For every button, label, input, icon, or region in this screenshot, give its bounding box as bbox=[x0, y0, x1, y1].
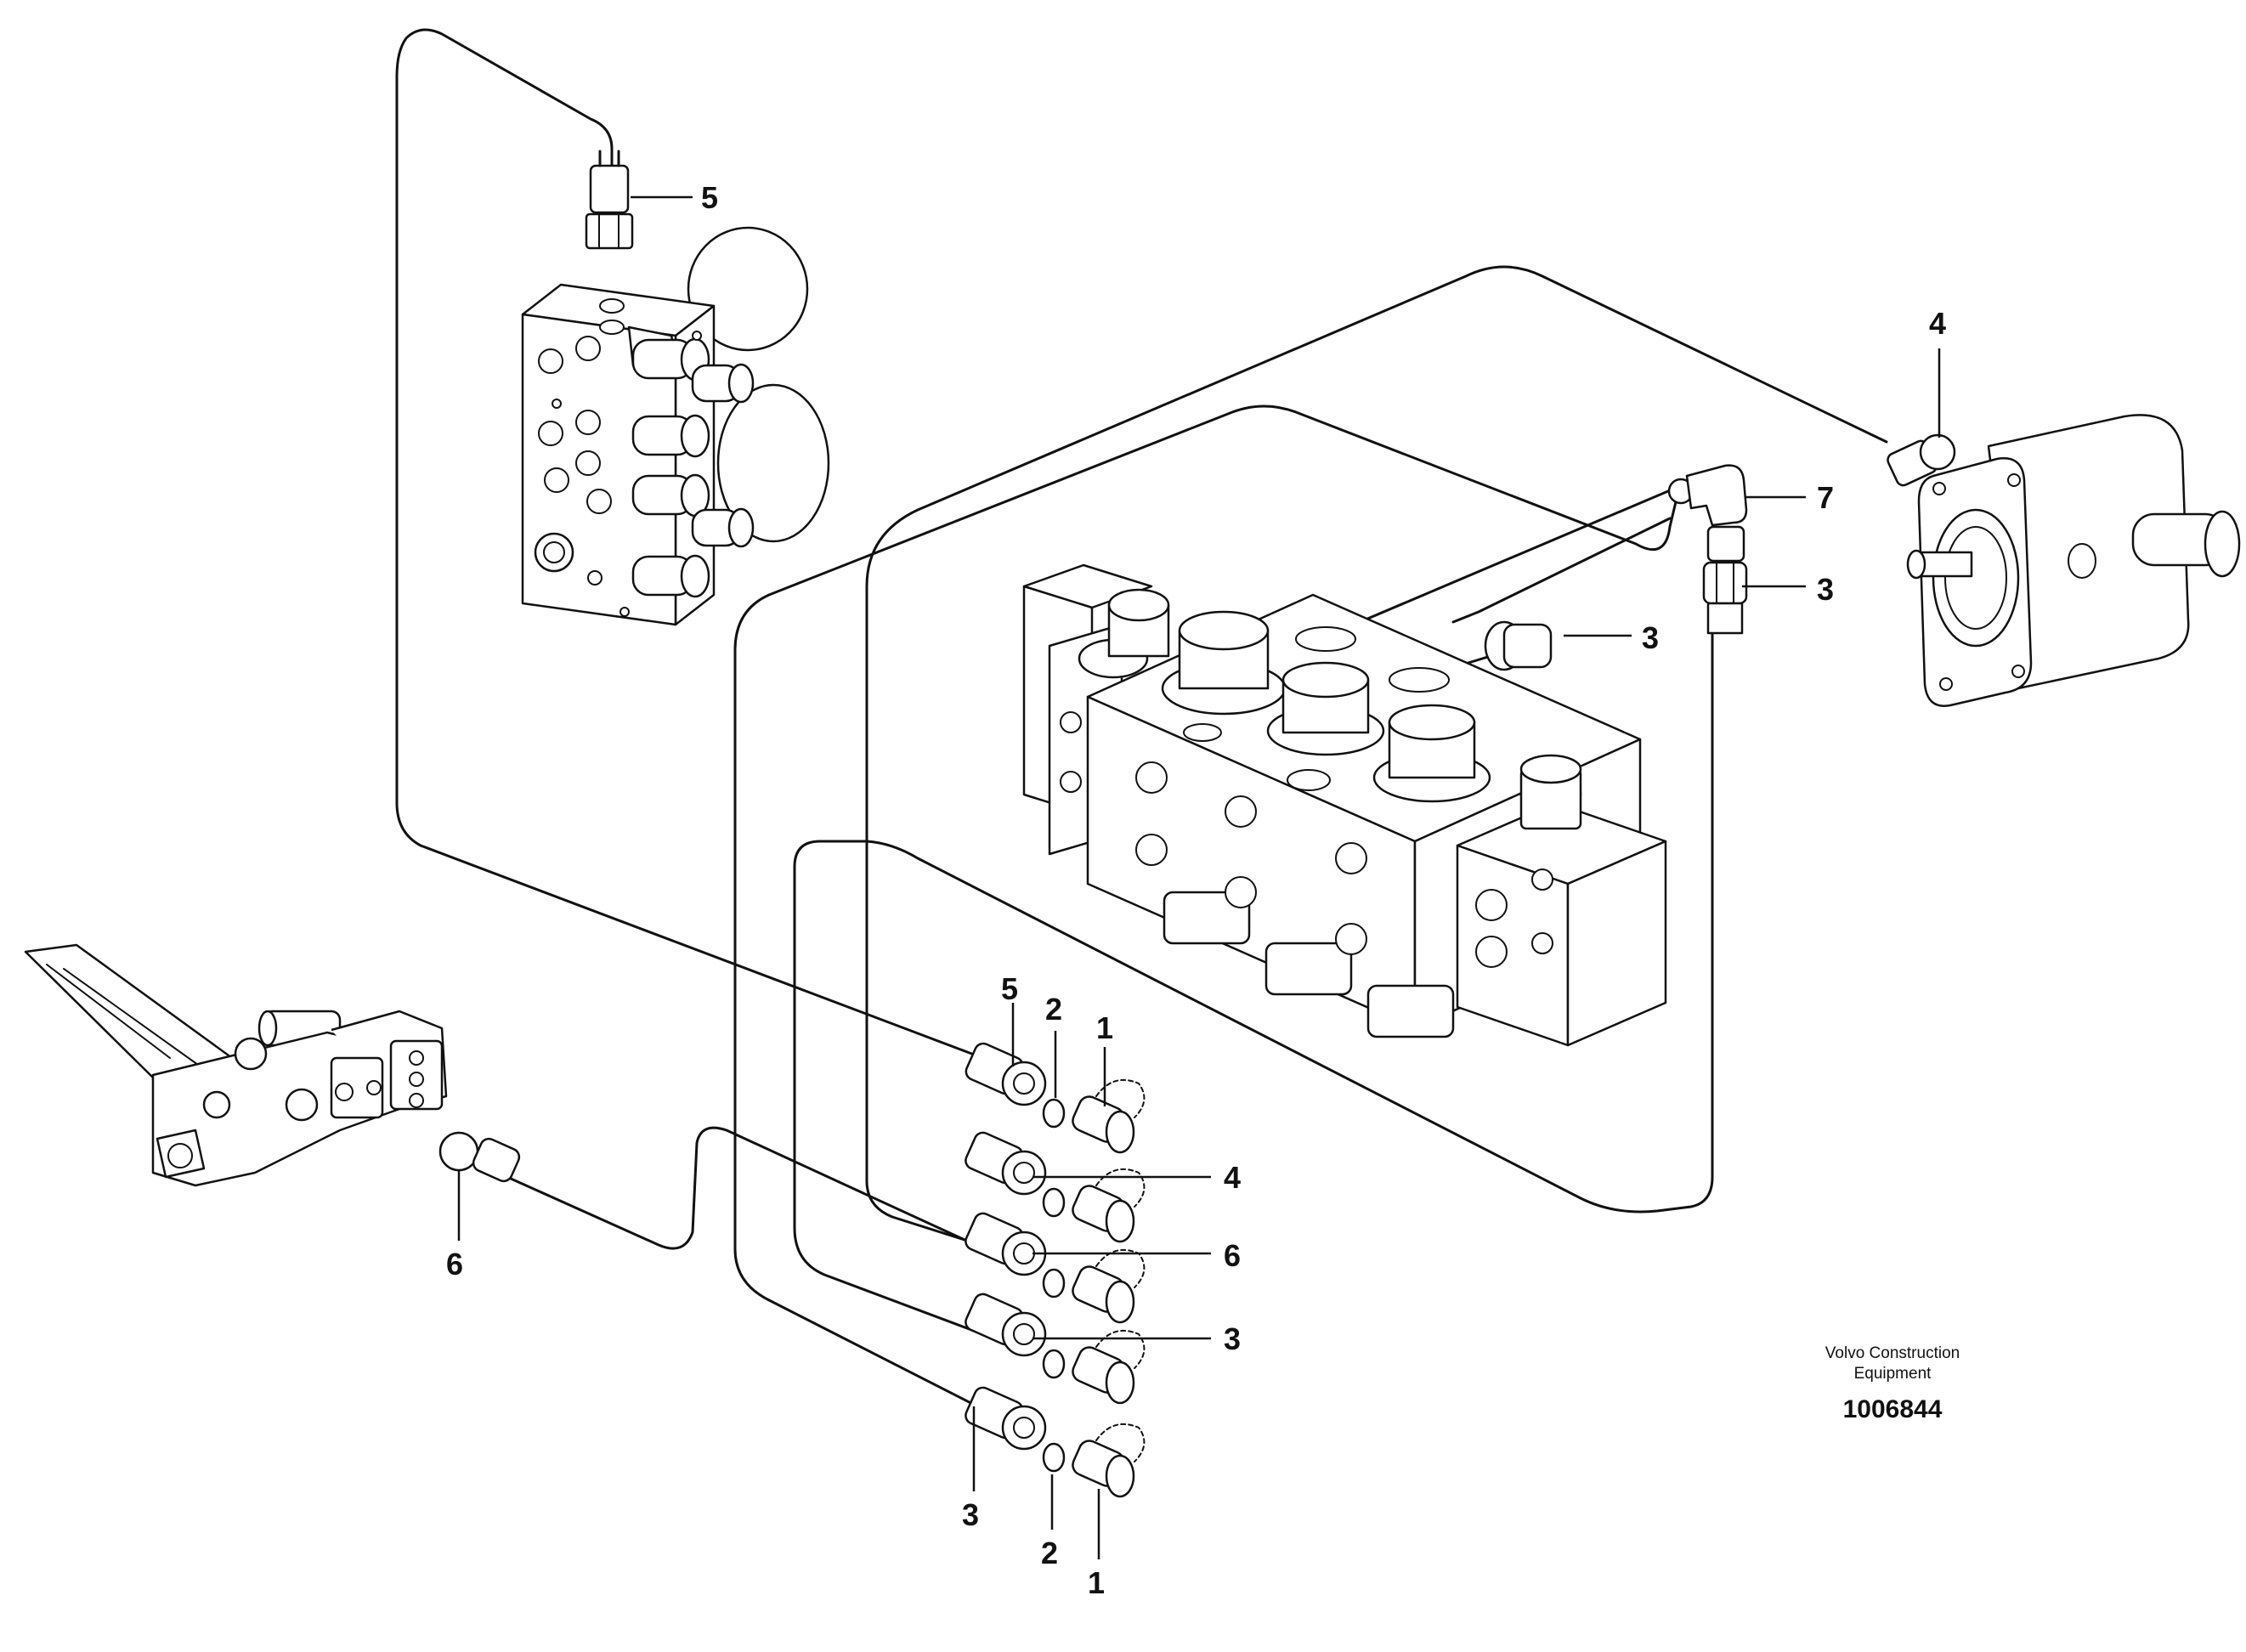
callout-label: 5 bbox=[701, 180, 718, 215]
leader-lines bbox=[457, 195, 1941, 1559]
document-number: 1006844 bbox=[1843, 1395, 1943, 1423]
callout-label: 2 bbox=[1041, 1536, 1058, 1570]
callout-label: 6 bbox=[1224, 1238, 1241, 1273]
hose-lines bbox=[395, 28, 1888, 1417]
hose-to-port-4 bbox=[865, 265, 1888, 1251]
callout-label: 6 bbox=[446, 1247, 463, 1281]
callouts: 5 4 7 3 3 5 2 1 4 6 6 3 3 2 1 bbox=[446, 180, 1946, 1600]
callout-label: 5 bbox=[1001, 971, 1018, 1006]
hydraulic-motor bbox=[1887, 414, 2241, 707]
callout-label: 2 bbox=[1045, 992, 1062, 1027]
callout-label: 1 bbox=[1088, 1565, 1105, 1600]
callout-label: 7 bbox=[1817, 480, 1834, 515]
pilot-valve-block bbox=[521, 150, 830, 626]
port-fittings bbox=[965, 1042, 1146, 1498]
hose-fitting-7-to-valve bbox=[1358, 487, 1676, 624]
hose-pedal-to-port bbox=[500, 1126, 996, 1255]
hose-to-port-6 bbox=[793, 593, 1714, 1340]
hose-to-port-5 bbox=[395, 28, 996, 1064]
callout-label: 4 bbox=[1929, 306, 1946, 341]
foot-pedal-valve bbox=[24, 943, 521, 1187]
hose-to-fitting-7 bbox=[733, 405, 1680, 1417]
control-valve-assembly bbox=[1022, 563, 1667, 1047]
brand-block: Volvo Construction Equipment 1006844 bbox=[1825, 1344, 1960, 1423]
callout-label: 4 bbox=[1224, 1160, 1241, 1195]
callout-label: 3 bbox=[1817, 572, 1834, 607]
callout-label: 3 bbox=[1224, 1321, 1241, 1356]
callout-label: 1 bbox=[1096, 1010, 1113, 1045]
hose-valve-link bbox=[1451, 517, 1672, 624]
brand-name-line2: Equipment bbox=[1854, 1365, 1932, 1383]
callout-label: 3 bbox=[1642, 620, 1659, 655]
brand-name-line1: Volvo Construction bbox=[1825, 1344, 1960, 1362]
callout-label: 3 bbox=[962, 1497, 979, 1532]
elbow-fitting-7 bbox=[1667, 464, 1748, 635]
